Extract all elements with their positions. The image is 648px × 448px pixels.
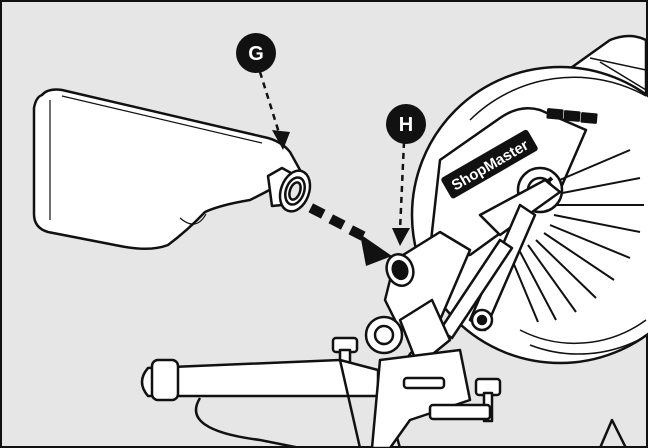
callout-g-label: G <box>248 43 264 65</box>
gearbox-fill-port <box>385 253 415 287</box>
oil-bottle-spout <box>278 169 312 213</box>
bevel-lock-knob <box>331 336 359 370</box>
callout-g-badge: G <box>236 33 276 73</box>
pour-direction-arrow <box>308 203 392 266</box>
miter-saw <box>140 34 648 448</box>
oil-bottle <box>32 88 312 250</box>
callout-g-leader <box>258 71 290 150</box>
callout-h-label: H <box>399 114 413 136</box>
callout-h-leader <box>392 141 410 246</box>
callout-h-badge: H <box>386 104 426 144</box>
